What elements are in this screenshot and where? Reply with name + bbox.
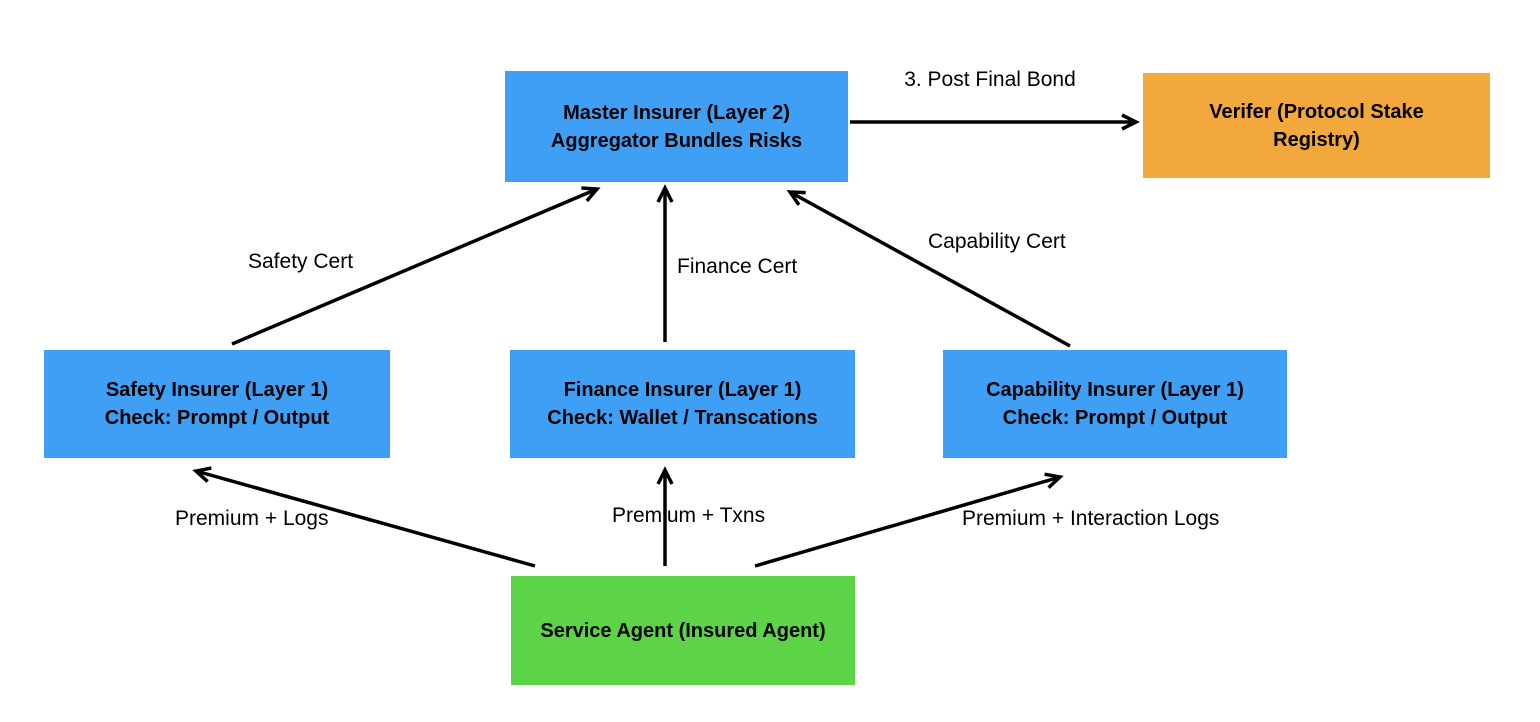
node-safety-insurer: Safety Insurer (Layer 1) Check: Prompt /…	[44, 350, 390, 458]
node-finance-insurer: Finance Insurer (Layer 1) Check: Wallet …	[510, 350, 855, 458]
node-safety-insurer-line2: Check: Prompt / Output	[104, 407, 330, 429]
node-master-insurer-line1: Master Insurer (Layer 2)	[563, 101, 790, 124]
arrow-capability-cert	[786, 190, 1071, 348]
node-safety-insurer-line1: Safety Insurer (Layer 1)	[105, 379, 329, 401]
node-master-insurer: Master Insurer (Layer 2) Aggregator Bund…	[505, 71, 848, 182]
node-verifier-registry: Verifer (Protocol Stake Registry)	[1143, 73, 1490, 178]
edge-label-premium-interaction-logs: Premium + Interaction Logs	[962, 507, 1220, 530]
node-service-agent: Service Agent (Insured Agent)	[511, 576, 855, 685]
edge-label-post-final-bond: 3. Post Final Bond	[904, 68, 1076, 91]
node-capability-insurer: Capability Insurer (Layer 1) Check: Prom…	[943, 350, 1287, 458]
node-capability-insurer-line1: Capability Insurer (Layer 1)	[986, 379, 1244, 401]
node-finance-insurer-line1: Finance Insurer (Layer 1)	[563, 379, 802, 401]
node-service-agent-line1: Service Agent (Insured Agent)	[540, 619, 826, 642]
node-master-insurer-line2: Aggregator Bundles Risks	[550, 129, 803, 152]
node-finance-insurer-line2: Check: Wallet / Transcations	[547, 407, 818, 429]
edge-label-finance-cert: Finance Cert	[677, 255, 798, 278]
edge-label-capability-cert: Capability Cert	[928, 230, 1066, 253]
node-verifier-registry-line1: Verifer (Protocol Stake	[1209, 100, 1424, 123]
edge-label-premium-txns: Premium + Txns	[612, 504, 766, 527]
node-verifier-registry-line2: Registry)	[1273, 128, 1360, 151]
edge-label-premium-logs: Premium + Logs	[175, 507, 329, 530]
node-capability-insurer-line2: Check: Prompt / Output	[1002, 407, 1228, 429]
edge-label-safety-cert: Safety Cert	[248, 250, 354, 273]
